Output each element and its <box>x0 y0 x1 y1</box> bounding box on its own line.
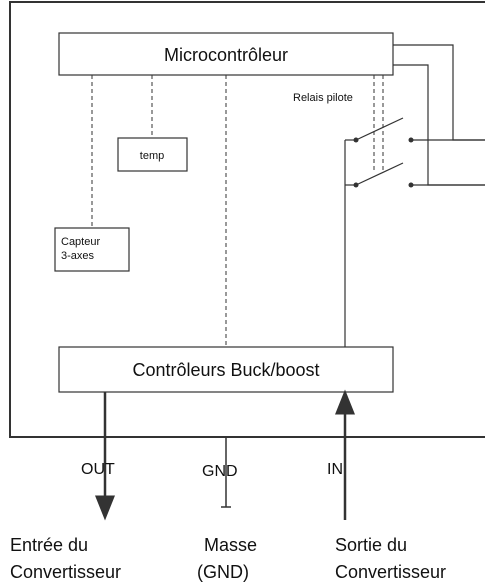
in-label: IN <box>327 461 343 478</box>
microcontroller-label: Microcontrôleur <box>164 45 288 65</box>
gnd-caption-line2: (GND) <box>197 562 249 582</box>
temp-sensor-label: temp <box>140 150 164 162</box>
enclosure-outline <box>9 1 485 438</box>
buck-boost-block <box>58 346 394 393</box>
relay-contacts <box>344 117 485 186</box>
microcontroller-outputs <box>393 44 485 186</box>
out-caption-line1: Entrée du <box>10 535 88 555</box>
accelerometer-label-line1: Capteur <box>61 236 100 248</box>
control-lines <box>91 75 384 347</box>
gnd-label: GND <box>202 463 238 480</box>
accelerometer-label-line2: 3-axes <box>61 250 95 262</box>
buck-boost-label: Contrôleurs Buck/boost <box>132 360 319 380</box>
in-caption-line2: Convertisseur <box>335 562 446 582</box>
out-label: OUT <box>81 461 115 478</box>
accelerometer-block <box>54 227 130 272</box>
temp-sensor-block <box>117 137 188 172</box>
relay-terminals <box>353 137 414 188</box>
out-caption-line2: Convertisseur <box>10 562 121 582</box>
relay-label: Relais pilote <box>293 92 353 104</box>
in-caption-line1: Sortie du <box>335 535 407 555</box>
gnd-symbol <box>221 437 231 508</box>
gnd-caption-line1: Masse <box>204 535 257 555</box>
